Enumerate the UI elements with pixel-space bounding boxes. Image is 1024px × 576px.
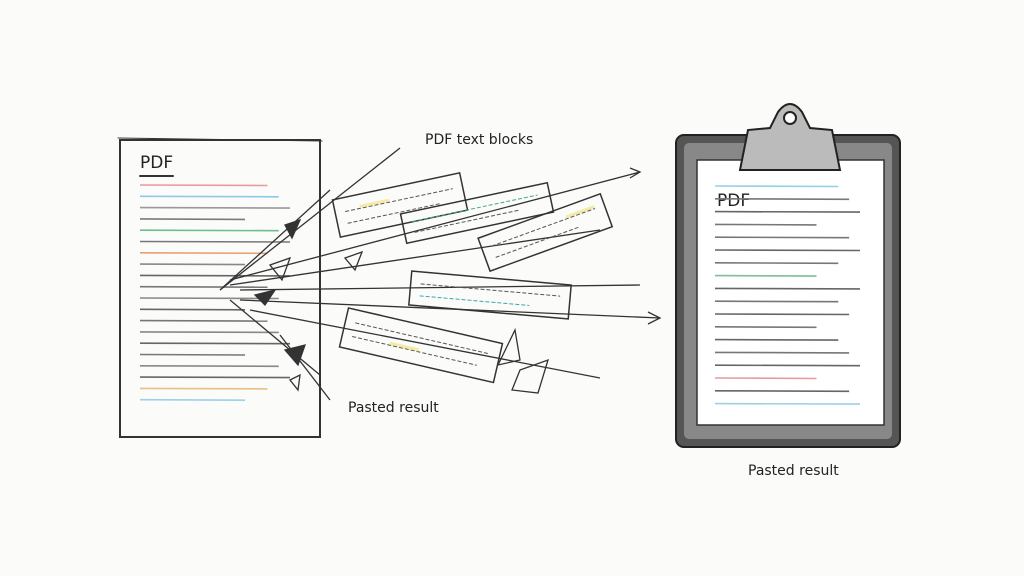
text-line bbox=[714, 313, 850, 316]
text-line bbox=[139, 263, 246, 266]
text-line bbox=[714, 274, 817, 277]
text-block bbox=[408, 270, 572, 320]
label-pdf-text-blocks: PDF text blocks bbox=[425, 132, 533, 148]
text-line bbox=[714, 210, 861, 213]
text-line bbox=[714, 287, 861, 290]
clipboard: PDF bbox=[675, 103, 901, 448]
text-line bbox=[139, 364, 279, 368]
clipboard-pdf-title: PDF bbox=[717, 191, 750, 211]
text-line bbox=[714, 377, 817, 380]
text-line bbox=[714, 351, 850, 354]
text-line bbox=[139, 342, 291, 345]
text-line bbox=[714, 325, 817, 329]
text-line bbox=[139, 319, 268, 322]
text-line bbox=[139, 353, 246, 356]
text-line bbox=[139, 274, 291, 277]
text-block bbox=[338, 307, 504, 384]
text-line bbox=[714, 338, 839, 341]
text-line bbox=[714, 402, 861, 405]
text-line bbox=[714, 389, 850, 393]
text-line bbox=[714, 300, 839, 303]
text-line bbox=[714, 236, 850, 239]
text-line bbox=[714, 198, 850, 201]
text-line bbox=[139, 206, 291, 209]
text-line bbox=[139, 195, 279, 198]
text-line bbox=[714, 185, 839, 188]
text-block bbox=[331, 172, 469, 238]
text-line bbox=[714, 261, 839, 265]
text-line bbox=[139, 218, 246, 221]
text-line bbox=[139, 252, 268, 255]
text-line bbox=[714, 223, 817, 226]
source-pdf-page: PDF bbox=[117, 137, 323, 438]
text-line bbox=[139, 376, 291, 379]
text-block bbox=[477, 192, 614, 273]
text-line bbox=[139, 387, 268, 390]
text-line bbox=[139, 229, 279, 232]
text-line bbox=[714, 249, 861, 252]
text-line bbox=[714, 364, 861, 367]
label-pasted-result-right: Pasted result bbox=[748, 463, 839, 479]
source-pdf-title: PDF bbox=[140, 153, 173, 173]
text-line bbox=[139, 285, 268, 289]
text-line bbox=[139, 184, 268, 187]
scatter-arrows bbox=[219, 147, 662, 401]
clipboard-clip-icon bbox=[738, 103, 842, 171]
text-line bbox=[139, 331, 279, 334]
text-block bbox=[399, 181, 555, 245]
pdf-text-blocks bbox=[331, 172, 614, 384]
text-line bbox=[139, 308, 246, 311]
label-pasted-result-left: Pasted result bbox=[348, 400, 439, 416]
text-line bbox=[139, 398, 246, 402]
text-line bbox=[139, 240, 291, 243]
text-line bbox=[139, 297, 279, 300]
